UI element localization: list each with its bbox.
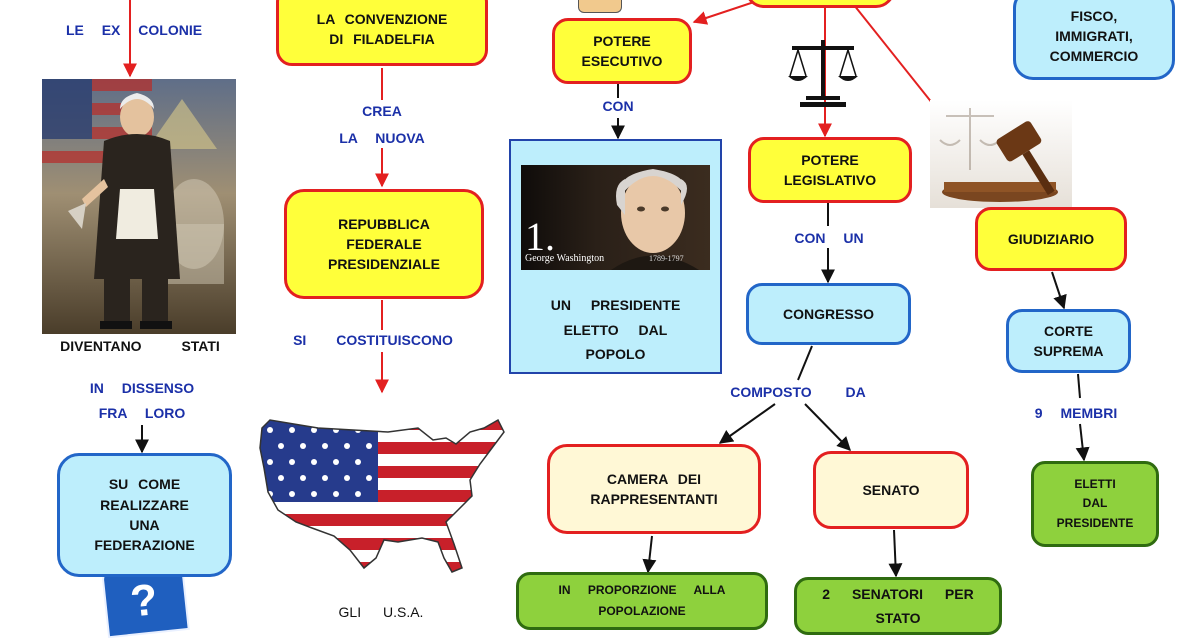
gavel-icon <box>930 100 1072 208</box>
root-node-partial <box>745 0 895 8</box>
legislativo-node: POTERE LEGISLATIVO <box>748 137 912 203</box>
label-usa: GLI U.S.A. <box>338 604 424 620</box>
portrait-years: 1789-1797 <box>649 254 684 263</box>
label-crea: CREA LA NUOVA <box>339 103 425 146</box>
label-con-un: CON UN <box>794 230 864 246</box>
congresso-node: CONGRESSO <box>746 283 911 345</box>
corte-node: CORTE SUPREMA <box>1006 309 1131 373</box>
label-costituiscono: SI COSTITUISCONO <box>293 332 453 348</box>
label-con: CON <box>602 98 634 114</box>
portrait-number: 1. <box>525 214 555 259</box>
washington-photo: 1. George Washington 1789-1797 <box>521 165 710 270</box>
giudiziario-node: GIUDIZIARIO <box>975 207 1127 271</box>
esecutivo-node: POTERE ESECUTIVO <box>552 18 692 84</box>
label-diventano: DIVENTANO STATI <box>60 338 220 354</box>
portrait-name: George Washington <box>525 253 605 264</box>
washington-portrait <box>42 79 236 334</box>
convenzione-node: LA CONVENZIONE DI FILADELFIA <box>276 0 488 66</box>
proporzione-node: IN PROPORZIONE ALLA POPOLAZIONE <box>516 572 768 630</box>
scales-icon <box>786 36 860 108</box>
label-colonie: LE EX COLONIE <box>65 22 203 38</box>
senato-node: SENATO <box>813 451 969 529</box>
senatori-node: 2 SENATORI PER STATO <box>794 577 1002 635</box>
federazione-node: SU COME REALIZZARE UNA FEDERAZIONE <box>57 453 232 577</box>
camera-node: CAMERA DEI RAPPRESENTANTI <box>547 444 761 534</box>
repubblica-node: REPUBBLICA FEDERALE PRESIDENZIALE <box>284 189 484 299</box>
usa-flag-map <box>258 418 508 574</box>
presidente-node: UN PRESIDENTE ELETTO DAL POPOLO <box>550 297 681 363</box>
label-composto: COMPOSTO DA <box>730 384 866 400</box>
fisco-node: FISCO, IMMIGRATI, COMMERCIO <box>1013 0 1175 80</box>
hand-icon <box>578 0 622 13</box>
eletti-node: ELETTI DAL PRESIDENTE <box>1031 461 1159 547</box>
label-dissenso: IN DISSENSO FRA LORO <box>89 380 195 421</box>
label-membri: 9 MEMBRI <box>1034 405 1118 421</box>
